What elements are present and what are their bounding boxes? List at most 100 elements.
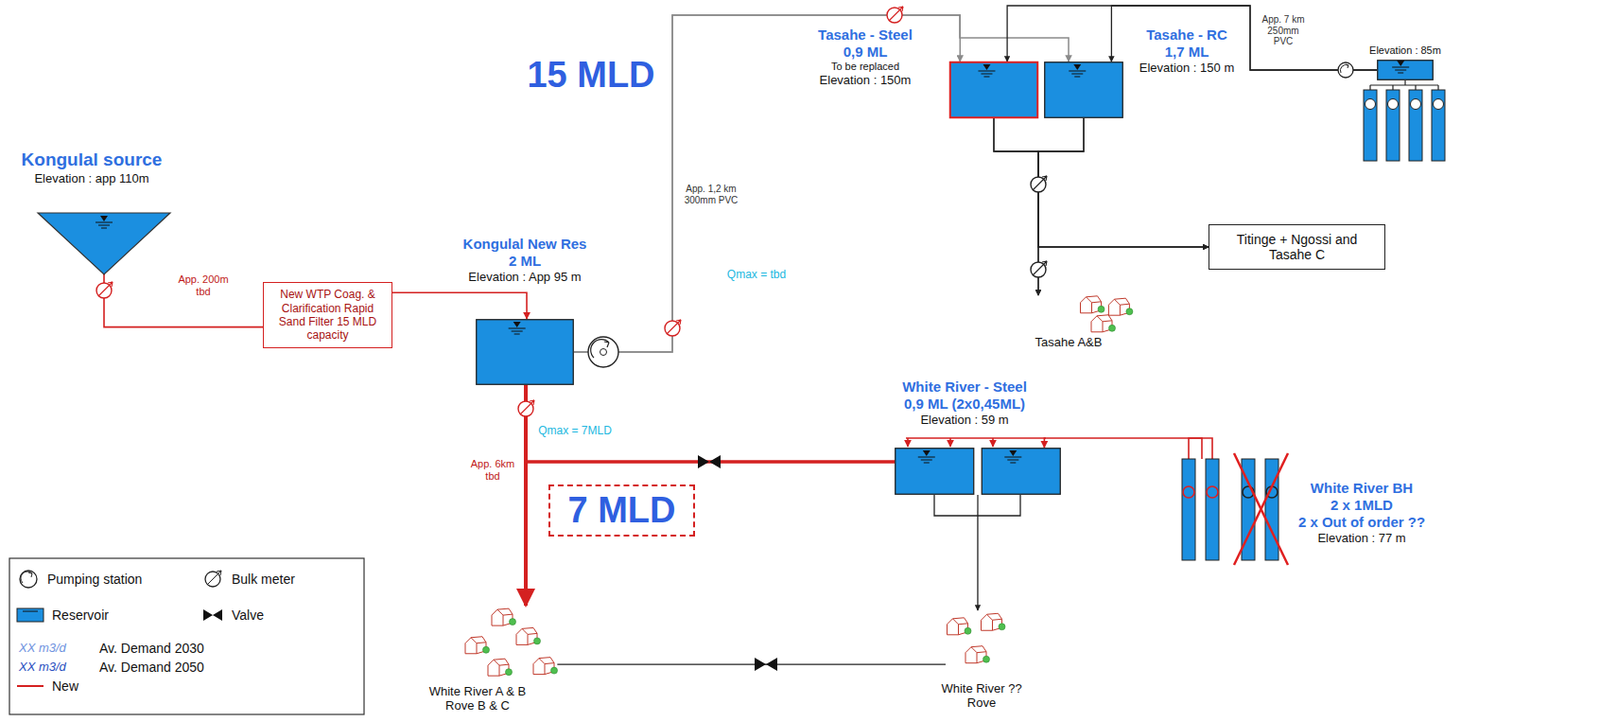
water-level-symbol xyxy=(513,321,522,328)
pipe-connector xyxy=(993,118,1209,247)
node-shape xyxy=(1177,458,1287,560)
node-text: Kongulal source xyxy=(21,149,163,172)
reservoir-tank: Elevation : 85m xyxy=(1376,59,1434,81)
water-level-symbol xyxy=(1004,456,1022,463)
node-heading: White River A & B Rove B & C xyxy=(418,684,538,714)
water-level-symbol xyxy=(1391,67,1409,73)
node-text: Elevation : 59 m xyxy=(902,412,1027,428)
bulk-meter xyxy=(518,400,535,417)
flow-callout: 7 MLD xyxy=(548,484,696,537)
node-text: Elevation : app 110m xyxy=(21,171,163,187)
legend-sample-text: XX m3/d xyxy=(18,659,67,675)
bulk-meter xyxy=(1030,175,1047,192)
pipe-label: App. 1,2 km 300mm PVC xyxy=(680,183,742,206)
borehole-pump xyxy=(1206,486,1218,498)
node-shape xyxy=(1043,61,1124,119)
bulk-meter xyxy=(96,281,113,298)
source-shape xyxy=(37,212,171,275)
node-shape xyxy=(463,605,558,679)
tank-shape xyxy=(476,319,574,385)
node-text: Elevation : 85m xyxy=(1369,44,1442,57)
node-text: Elevation : 150 m xyxy=(1139,60,1235,76)
node-text: 2 ML xyxy=(463,252,588,270)
borehole-pump xyxy=(1182,486,1195,498)
houses-icon: White River ?? Rove xyxy=(945,609,1017,672)
node-shape xyxy=(949,61,1039,119)
house-icon xyxy=(981,612,1007,630)
pipe-connector xyxy=(104,274,263,328)
tank-shape xyxy=(981,448,1061,495)
node-text: 2 x Out of order ?? xyxy=(1298,513,1426,531)
houses-icon: Tasahe A&B xyxy=(1026,295,1135,333)
node-shape xyxy=(37,212,171,275)
node-text: 0,9 ML xyxy=(817,43,913,61)
pipe-connector xyxy=(1111,5,1377,70)
node-text: 7 MLD xyxy=(568,489,677,531)
pipe-connector xyxy=(1007,5,1377,70)
node-text: Titinge + Ngossi and Tasahe C xyxy=(1217,231,1377,262)
legend-entry: Valve xyxy=(231,607,264,623)
water-level-symbol xyxy=(100,215,108,222)
water-level-symbol xyxy=(1396,60,1405,67)
legend-text: Av. Demand 2030 xyxy=(99,640,205,656)
house-icon xyxy=(1091,314,1116,332)
tank-shape xyxy=(895,448,974,495)
house-icon xyxy=(947,617,973,635)
node-shape xyxy=(945,609,1017,672)
bulk-meter xyxy=(664,319,681,336)
node-shape xyxy=(1026,295,1135,333)
house-icon xyxy=(516,626,541,644)
pipe-connector xyxy=(392,292,527,319)
pipe-connector xyxy=(1043,437,1202,459)
node-heading: White River - Steel0,9 ML (2x0,45ML)Elev… xyxy=(902,378,1027,428)
node-shape xyxy=(475,318,574,385)
tank-shape xyxy=(1044,62,1124,119)
node-text: Elevation : 77 m xyxy=(1298,530,1426,546)
legend-entry: Pumping station xyxy=(47,571,142,587)
water-level-symbol xyxy=(977,70,995,77)
valve xyxy=(754,657,778,671)
node-text: Tasahe - RC xyxy=(1139,26,1235,44)
legend-entry: Av. Demand 2050 xyxy=(99,659,205,675)
house-icon xyxy=(491,608,517,626)
pipe-connector xyxy=(525,384,895,462)
bulk-meter xyxy=(886,6,904,23)
node-heading: Tasahe - Steel0,9 MLTo be replacedElevat… xyxy=(817,26,913,88)
house-icon xyxy=(465,636,490,654)
legend-entry: Av. Demand 2030 xyxy=(99,640,205,656)
node-text: Elevation : 150m xyxy=(817,72,913,88)
node-heading: White River ?? Rove xyxy=(932,681,1032,711)
legend-entry: Reservoir xyxy=(52,607,109,623)
pipe-connector xyxy=(1038,118,1209,247)
water-level-symbol xyxy=(95,222,113,228)
borehole-shape xyxy=(1205,458,1219,560)
legend-sample-text: XX m3/d xyxy=(18,640,67,656)
water-level-symbol xyxy=(918,456,936,463)
legend-entry: New xyxy=(52,678,79,694)
node-text: White River - Steel xyxy=(902,378,1027,396)
node-text: To be replaced xyxy=(817,60,913,73)
water-level-symbol xyxy=(982,64,991,70)
out-of-order-cross xyxy=(1234,452,1288,565)
node-text: Tasahe A&B xyxy=(1035,334,1103,350)
legend-text: Reservoir xyxy=(52,607,109,623)
source-reservoir: Kongulal sourceElevation : app 110m xyxy=(37,212,171,275)
reservoir-tank-pair: White River - Steel0,9 ML (2x0,45ML)Elev… xyxy=(894,447,1061,495)
node-heading: White River BH2 x 1MLD2 x Out of order ?… xyxy=(1298,479,1426,546)
house-icon xyxy=(487,658,513,676)
pumping-station xyxy=(588,336,619,367)
pipe-label: App. 6km tbd xyxy=(466,457,520,482)
legend-entry: Bulk meter xyxy=(231,571,296,587)
area-box: Titinge + Ngossi and Tasahe C xyxy=(1208,224,1386,270)
reservoir-tank: Kongulal New Res2 MLElevation : App 95 m xyxy=(475,318,574,385)
borehole-shape xyxy=(1265,458,1279,560)
pipe-connector xyxy=(557,662,946,665)
node-text: New WTP Coag. & Clarification Rapid Sand… xyxy=(271,287,384,343)
borehole-field xyxy=(1363,80,1445,161)
legend-text: New xyxy=(52,678,79,694)
water-level-symbol xyxy=(1068,70,1086,77)
node-text: Tasahe - Steel xyxy=(817,26,913,44)
water-level-symbol xyxy=(1008,450,1017,456)
legend-text: Valve xyxy=(231,607,264,623)
